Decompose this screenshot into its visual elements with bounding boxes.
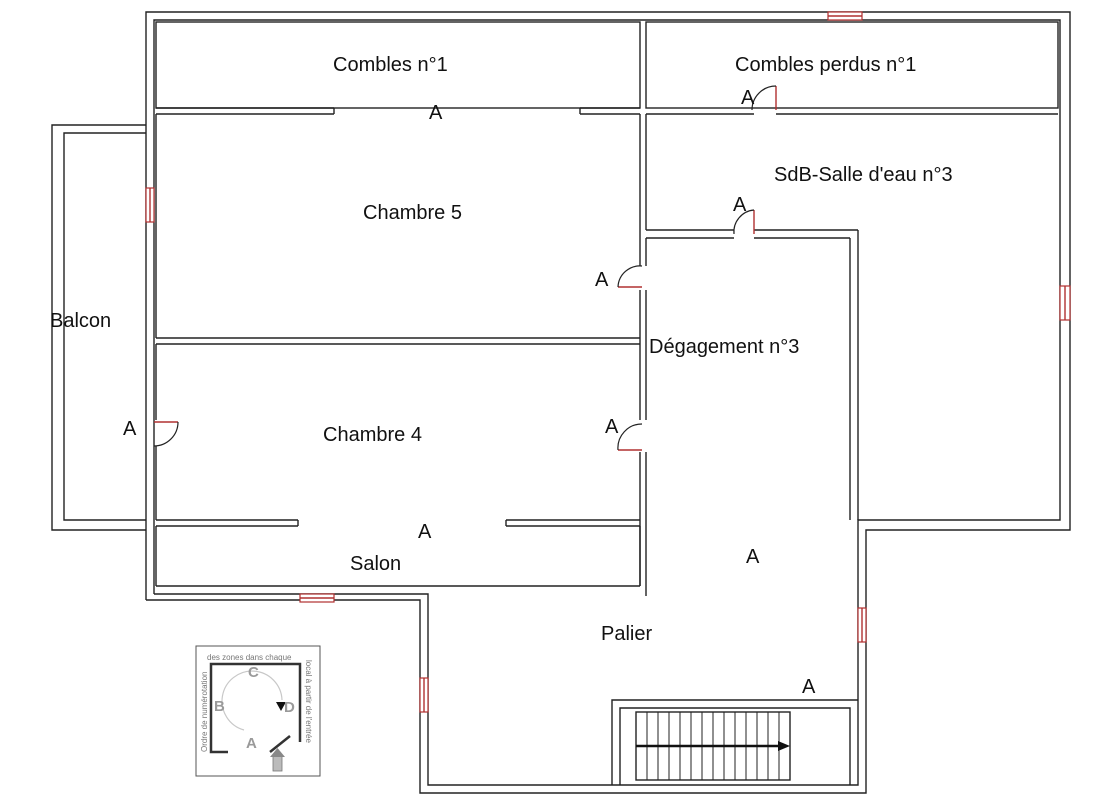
balcon-walls <box>51 124 146 531</box>
zone-marker-balcon: A <box>123 418 137 440</box>
label-sdb: SdB-Salle d'eau n°3 <box>774 164 953 186</box>
zone-marker-palier: A <box>802 676 816 698</box>
legend-letter-b: B <box>214 698 225 715</box>
zone-marker-chambre4: A <box>605 416 619 438</box>
zone-marker-combles: A <box>429 102 443 124</box>
stair-arrow-head <box>778 741 790 751</box>
zone-marker-salon: A <box>418 521 432 543</box>
zone-marker-sdb: A <box>733 194 747 216</box>
numbering-legend: des zones dans chaque Ordre de numérotat… <box>195 645 321 777</box>
room-labels: Combles n°1 Combles perdus n°1 Chambre 5… <box>50 54 953 645</box>
interior-walls <box>155 21 1059 785</box>
legend-left-text: Ordre de numérotation <box>200 672 209 753</box>
windows <box>145 11 1071 713</box>
legend-letter-a: A <box>246 735 257 752</box>
label-balcon: Balcon <box>50 310 111 332</box>
legend-top-text: des zones dans chaque <box>207 653 292 662</box>
legend-entry-arrow-icon <box>272 754 283 772</box>
door-chambre4-right <box>617 423 643 451</box>
zone-marker-combles-perdus: A <box>741 87 755 109</box>
legend-letter-d: D <box>284 699 295 716</box>
door-balcon <box>153 421 179 447</box>
legend-letter-c: C <box>248 664 259 681</box>
label-degagement-3: Dégagement n°3 <box>649 336 799 358</box>
door-sdb <box>733 209 755 235</box>
outer-walls <box>145 11 1071 794</box>
zone-marker-degagement: A <box>746 546 760 568</box>
label-palier: Palier <box>601 623 652 645</box>
doors <box>153 85 777 451</box>
legend-right-text: local à partir de l'entrée <box>304 660 313 743</box>
zone-marker-chambre5: A <box>595 269 609 291</box>
zone-markers: A A A A A A A A A <box>123 87 816 698</box>
label-chambre-5: Chambre 5 <box>363 202 462 224</box>
label-chambre-4: Chambre 4 <box>323 424 422 446</box>
door-chambre5 <box>617 265 643 288</box>
label-combles-perdus-1: Combles perdus n°1 <box>735 54 916 76</box>
label-salon: Salon <box>350 553 401 575</box>
door-combles-perdus <box>751 85 777 111</box>
label-combles-1: Combles n°1 <box>333 54 448 76</box>
